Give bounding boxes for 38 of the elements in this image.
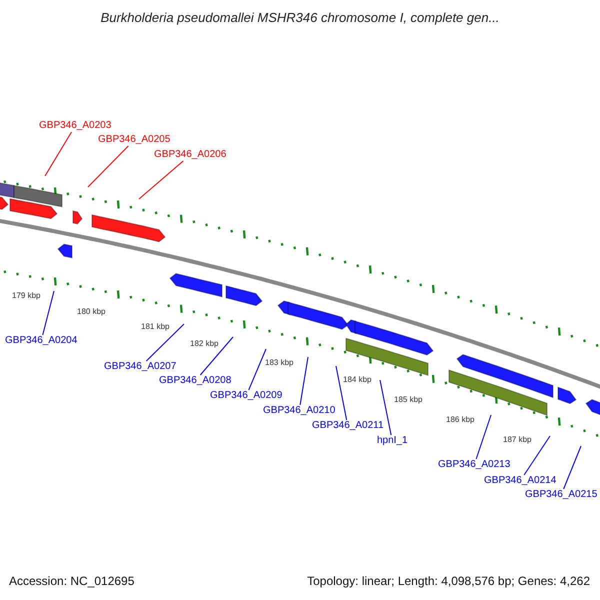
gene-label: GBP346_A0207 — [104, 361, 176, 373]
leader-line — [476, 414, 492, 460]
scale-label: 180 kbp — [77, 306, 106, 318]
leader-line — [248, 348, 266, 390]
leader-line — [524, 436, 550, 476]
leader-line — [380, 380, 392, 436]
scale-label: 184 kbp — [343, 374, 372, 386]
scale-label: 187 kbp — [503, 434, 532, 446]
title: Burkholderia pseudomallei MSHR346 chromosome I, complete gen... — [100, 10, 500, 25]
leader-line — [200, 336, 234, 376]
gene-label: GBP346_A0210 — [263, 405, 336, 417]
gene-label: GBP346_A0215 — [525, 489, 598, 501]
accession-text: Accession: NC_012695 — [9, 575, 134, 587]
gene-label: GBP346_A0211 — [312, 420, 384, 432]
scale-label: 186 kbp — [446, 414, 474, 426]
gene-label: GBP346_A0205 — [98, 134, 170, 146]
scale-label: 182 kbp — [190, 338, 218, 350]
leader-line — [300, 356, 308, 406]
scale-label: 181 kbp — [141, 321, 170, 333]
gene-label: hpnI_1 — [377, 435, 408, 447]
leader-line — [138, 160, 184, 200]
gene-label: GBP346_A0213 — [438, 459, 510, 471]
scale-label: 185 kbp — [394, 394, 422, 406]
leader-line — [88, 146, 129, 188]
scale-label: 179 kbp — [12, 290, 40, 302]
leader-line — [563, 446, 582, 490]
gene-label: GBP346_A0206 — [154, 149, 226, 161]
gene-label: GBP346_A0209 — [210, 390, 282, 402]
leader-line — [42, 290, 54, 336]
scale-label: 183 kbp — [265, 357, 294, 369]
gene-label: GBP346_A0204 — [5, 335, 78, 347]
leader-line — [146, 324, 184, 362]
leader-line — [44, 132, 72, 176]
gene-label: GBP346_A0214 — [484, 475, 556, 487]
gene-label: GBP346_A0203 — [39, 120, 112, 132]
leader-line — [336, 366, 348, 420]
summary-text: Topology: linear; Length: 4,098,576 bp; Genes: 4,262 — [307, 575, 590, 587]
gene-label: GBP346_A0208 — [159, 375, 232, 387]
